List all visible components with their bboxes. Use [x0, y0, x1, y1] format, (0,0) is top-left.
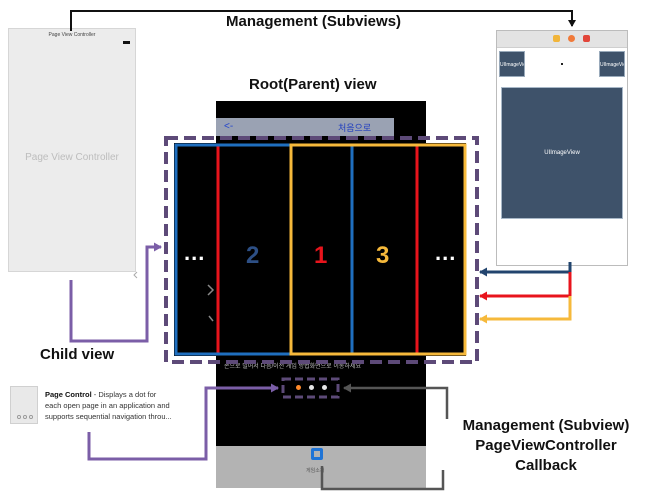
navy-arrow: [479, 262, 572, 277]
page-view-controller-label: Page View Controller: [25, 152, 119, 163]
game-intro-tab-label: 게임소개: [306, 468, 325, 474]
view-controller-icon: [553, 35, 560, 42]
page-control-thumbnail: [10, 386, 38, 424]
scene-dock: [497, 31, 627, 48]
page-view-controller-screen: Page View Controller Page View Controlle…: [8, 28, 136, 272]
page-control-dot-active[interactable]: [296, 385, 301, 390]
management-subviews-arrow: [70, 10, 576, 31]
image-view-thumb-right: UIImageView: [599, 51, 625, 77]
first-responder-icon: [568, 35, 575, 42]
red-arrow: [479, 272, 572, 301]
child-view-label: Child view: [40, 346, 115, 363]
child-view-arrow: [69, 242, 162, 343]
callback-line: Callback: [515, 457, 577, 474]
management-subview-line: Management (Subview): [462, 417, 630, 434]
child-view-dashed-frame: [164, 136, 479, 364]
management-subview-label: Management (Subview) PageViewController …: [456, 416, 636, 476]
right-ellipsis: ...: [435, 240, 457, 265]
root-parent-view-label: Root(Parent) view: [249, 76, 377, 93]
page-view-controller-line: PageViewController: [475, 437, 617, 454]
back-button[interactable]: <-: [224, 121, 234, 132]
navigation-title[interactable]: 처음으로: [338, 123, 372, 133]
chevron-right-icon: [208, 315, 214, 322]
blue-page-frame: [174, 143, 354, 356]
page-control-desc: - Displays a dot for each open page in a…: [45, 390, 172, 421]
main-image-view-label: UIImageView: [544, 150, 580, 156]
left-panel-chevron-icon: [133, 271, 138, 279]
left-ellipsis: ...: [184, 240, 206, 265]
page-control-arrow: [87, 383, 279, 461]
battery-icon: [123, 41, 130, 44]
main-image-view: UIImageView: [501, 87, 623, 219]
page-number-3: 3: [376, 242, 390, 269]
thumb-dot: [23, 415, 27, 419]
page-view-controller-title: Page View Controller: [48, 32, 96, 38]
exit-icon: [583, 35, 590, 42]
page-control-description: Page Control - Displays a dot for each o…: [45, 389, 173, 422]
page-control-title: Page Control: [45, 390, 92, 399]
image-view-thumb-left: UIImageView: [499, 51, 525, 77]
page-control-dot[interactable]: [322, 385, 327, 390]
chevron-right-icon: [207, 284, 215, 296]
callback-arrow: [343, 383, 449, 419]
swipe-hint: 손으로 밀어서 다음/이전 게임 방법화면으로 이동하세요: [224, 364, 361, 370]
yellow-arrow: [479, 296, 572, 324]
thumb-dot: [17, 415, 21, 419]
thumb-dot: [29, 415, 33, 419]
game-intro-tab-icon[interactable]: [311, 448, 323, 460]
yellow-page-frame: [289, 143, 467, 356]
center-dot: [561, 63, 563, 65]
page-number-1: 1: [314, 242, 328, 269]
management-subviews-label: Management (Subviews): [226, 13, 402, 30]
image-view-controller-screen: UIImageView UIImageView UIImageView: [496, 30, 628, 266]
page-control-dashed-frame: [281, 377, 340, 399]
page-control-dot[interactable]: [309, 385, 314, 390]
page-number-2: 2: [246, 242, 260, 269]
navigation-bar: [216, 118, 394, 136]
callback-arrow-bottom: [320, 466, 445, 491]
